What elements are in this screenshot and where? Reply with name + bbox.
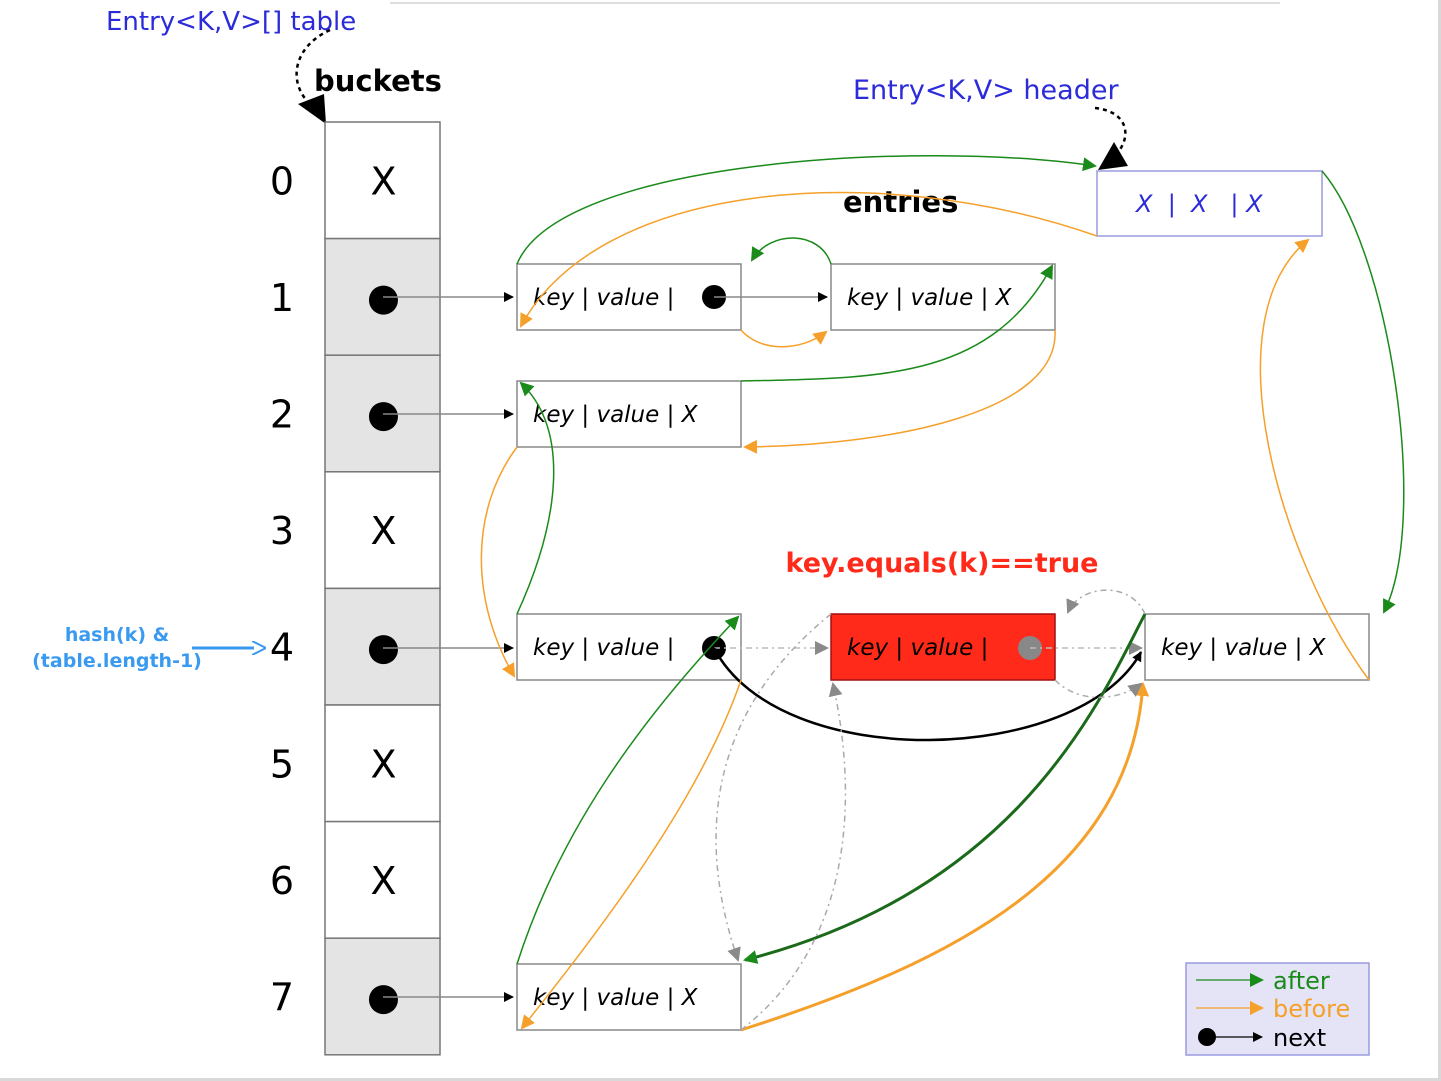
bucket-cell-0[interactable]	[324, 121, 441, 240]
before-link-e1b-to-e2	[743, 329, 1056, 454]
table-pointer-arrowhead	[298, 94, 326, 124]
header-pointer-arrowhead	[1098, 142, 1128, 170]
entry-box-7[interactable]	[516, 963, 742, 1031]
before-link-header-to-e1a	[520, 191, 1098, 328]
legend-after-label: after	[1273, 967, 1330, 995]
before-link-e4a-to-e7	[520, 679, 742, 1030]
header-label: Entry<K,V> header	[853, 75, 1119, 106]
bucket-null-mark-3: X	[370, 509, 396, 553]
after-link-e4c-to-e7	[743, 613, 1147, 964]
header-entry-box[interactable]	[1096, 170, 1323, 237]
before-link-e4c-to-header	[1259, 238, 1370, 681]
entry-text-4b: key | value |	[847, 635, 988, 661]
entry-text-1b: key | value | X	[847, 285, 1013, 311]
before-link-e2-to-e4a	[480, 446, 518, 678]
bucket-index-7: 7	[270, 976, 294, 1020]
after-link-e1a-to-e1b	[750, 237, 832, 265]
bucket-null-mark-6: X	[370, 859, 396, 903]
after-link-header-to-e4c	[1321, 170, 1405, 614]
header-entry-text: X | X | X	[1134, 190, 1263, 218]
entry-text-4a: key | value |	[533, 635, 674, 661]
entry-box-4b-highlighted[interactable]	[830, 613, 1056, 681]
bucket-cell-4[interactable]	[324, 587, 441, 706]
bucket-cell-6[interactable]	[324, 820, 441, 939]
before-link-e7-to-e4c	[740, 682, 1150, 1032]
after-link-e7-to-e4a	[516, 615, 740, 965]
legend-next-label: next	[1273, 1024, 1326, 1052]
entry-text-4c: key | value | X	[1161, 635, 1327, 661]
legend-box	[1185, 962, 1370, 1056]
bucket-index-4: 4	[270, 626, 294, 670]
bucket-cell-5[interactable]	[324, 704, 441, 823]
bucket-index-6: 6	[270, 859, 294, 903]
removed-link-e4b-to-e4c	[1054, 679, 1143, 699]
entry-text-1a: key | value |	[533, 285, 674, 311]
after-link-e4a-to-e2	[516, 381, 555, 615]
bucket-index-3: 3	[270, 509, 294, 553]
bucket-null-mark-0: X	[370, 159, 396, 203]
buckets-title: buckets	[314, 64, 442, 98]
equals-label: key.equals(k)==true	[786, 548, 1099, 579]
removed-link-e4c-to-e4b	[1066, 589, 1146, 615]
entry-box-4c[interactable]	[1144, 613, 1370, 681]
legend-before-label: before	[1273, 995, 1350, 1023]
bucket-pointer-dot-4: ●	[367, 625, 400, 669]
after-link-e1a-to-header	[516, 154, 1097, 265]
table-label: Entry<K,V>[] table	[106, 7, 356, 37]
bucket-index-5: 5	[270, 742, 294, 786]
hash-label-line1: hash(k) &	[65, 624, 169, 646]
bucket-cell-3[interactable]	[324, 471, 441, 590]
before-link-e1b-to-e1a	[740, 329, 828, 348]
entry-box-1b[interactable]	[830, 263, 1056, 331]
entry-box-2[interactable]	[516, 380, 742, 448]
bucket-index-0: 0	[270, 159, 294, 203]
entry-text-7: key | value | X	[533, 985, 699, 1011]
entries-title: entries	[843, 185, 958, 219]
bucket-index-2: 2	[270, 393, 294, 437]
hash-label-line2: (table.length-1)	[32, 650, 202, 672]
bucket-index-1: 1	[270, 276, 294, 320]
bucket-null-mark-5: X	[370, 742, 396, 786]
removed-link-e4b-to-e7	[715, 613, 832, 962]
entry-text-2: key | value | X	[533, 402, 699, 428]
after-link-e2-to-e1b	[740, 264, 1053, 382]
removed-link-e7-to-e4b	[740, 682, 847, 1031]
